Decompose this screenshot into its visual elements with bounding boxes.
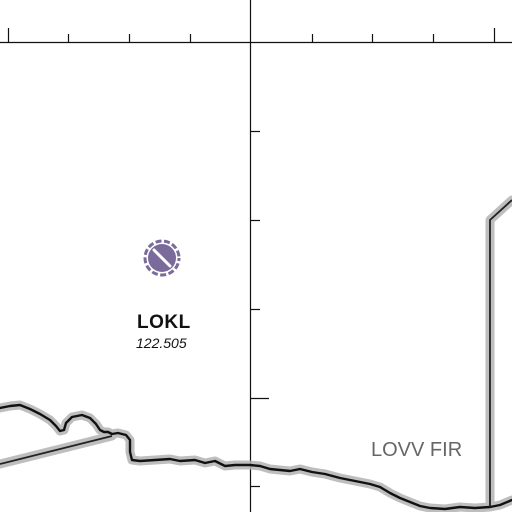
fir-boundary-line — [0, 403, 512, 511]
fir-name-label: LOVV FIR — [371, 439, 463, 461]
graticule-horizontal-ticks — [7, 28, 496, 43]
airport-frequency-label: 122.505 — [136, 335, 187, 351]
graticule-vertical-ticks — [250, 130, 269, 488]
fir-boundary-halo — [0, 195, 512, 512]
airfield-icon[interactable] — [143, 239, 181, 277]
fir-boundary-thin-line — [0, 199, 512, 507]
airport-ident-label[interactable]: LOKL — [137, 312, 191, 333]
